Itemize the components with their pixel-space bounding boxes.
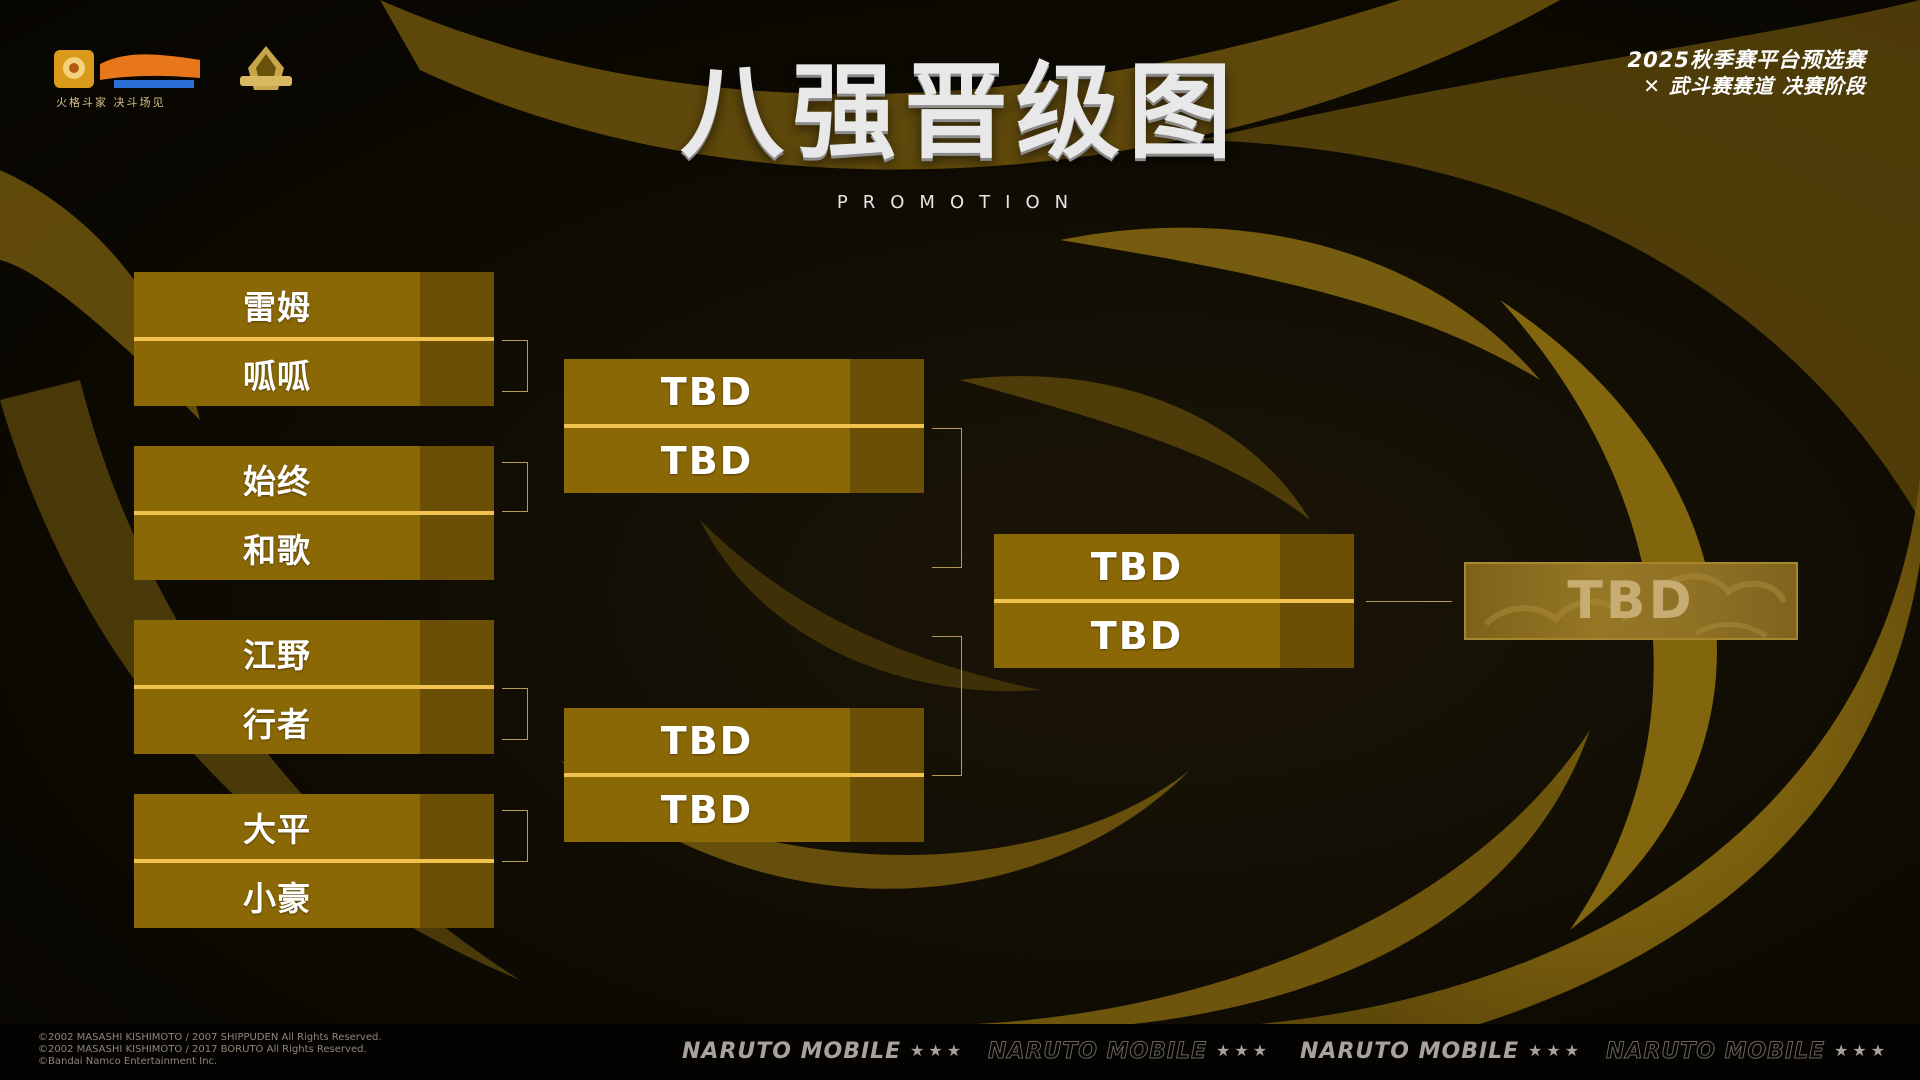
player-name: 始终 <box>243 461 311 501</box>
slot-divider <box>134 337 494 341</box>
tournament-crest-icon <box>240 46 292 90</box>
bracket-connector <box>932 428 962 568</box>
player-slot[interactable]: TBD <box>564 359 924 424</box>
brand-wordmark: NARUTO MOBILE <box>682 1039 902 1064</box>
copyright-line: ©2002 MASASHI KISHIMOTO / 2007 SHIPPUDEN… <box>38 1032 382 1043</box>
semifinal-match-1: TBD TBD <box>564 359 924 493</box>
player-name: TBD <box>660 787 754 832</box>
player-name: 雷姆 <box>243 287 311 327</box>
bracket-connector <box>502 688 528 740</box>
crossed-kunai-icon: ✕ <box>1643 74 1662 98</box>
copyright-line: ©Bandai Namco Entertainment Inc. <box>38 1056 218 1067</box>
player-name: TBD <box>1090 544 1184 589</box>
star-divider-icon: ★★★ <box>1216 1041 1272 1060</box>
event-stage: ✕ 武斗赛赛道 决赛阶段 <box>1446 70 1866 99</box>
event-title: 2025秋季赛平台预选赛 <box>1627 48 1866 72</box>
naruto-logo-icon <box>54 50 200 88</box>
round1-match-4: 大平 小豪 <box>134 794 494 928</box>
player-slot[interactable]: 和歌 <box>134 515 494 580</box>
player-name: 小豪 <box>243 878 311 918</box>
round1-match-3: 江野 行者 <box>134 620 494 754</box>
star-divider-icon: ★★★ <box>910 1041 966 1060</box>
player-name: TBD <box>660 369 754 414</box>
player-name: TBD <box>660 438 754 483</box>
champion-slot[interactable]: TBD <box>1464 562 1798 640</box>
slot-divider <box>564 424 924 428</box>
slot-divider <box>134 859 494 863</box>
player-name: 和歌 <box>243 530 311 570</box>
star-divider-icon: ★★★ <box>1834 1041 1890 1060</box>
player-slot[interactable]: 江野 <box>134 620 494 685</box>
brand-wordmark: NARUTO MOBILE <box>1300 1039 1520 1064</box>
cloud-pattern-icon <box>1483 573 1787 638</box>
round1-match-2: 始终 和歌 <box>134 446 494 580</box>
player-name: TBD <box>1090 613 1184 658</box>
semifinal-match-2: TBD TBD <box>564 708 924 842</box>
player-name: TBD <box>660 718 754 763</box>
slot-divider <box>134 685 494 689</box>
player-slot[interactable]: TBD <box>994 534 1354 599</box>
logo-tagline: 火格斗家 决斗场见 <box>56 96 166 109</box>
slot-divider <box>564 773 924 777</box>
player-slot[interactable]: 行者 <box>134 689 494 754</box>
champion-connector <box>1366 601 1452 602</box>
brand-wordmark: NARUTO MOBILE <box>1605 1039 1826 1065</box>
player-name: 呱呱 <box>243 356 311 396</box>
final-match: TBD TBD <box>994 534 1354 668</box>
player-slot[interactable]: TBD <box>564 708 924 773</box>
bracket-connector <box>502 810 528 862</box>
player-slot[interactable]: 雷姆 <box>134 272 494 337</box>
player-slot[interactable]: TBD <box>564 777 924 842</box>
player-slot[interactable]: 小豪 <box>134 863 494 928</box>
star-divider-icon: ★★★ <box>1528 1041 1584 1060</box>
bracket-connector <box>932 636 962 776</box>
footer-bar <box>0 1024 1920 1080</box>
event-stage-text: 武斗赛赛道 决赛阶段 <box>1669 74 1866 98</box>
player-name: 江野 <box>243 635 311 675</box>
bracket-connector <box>502 340 528 392</box>
logo-group <box>54 46 304 112</box>
player-slot[interactable]: TBD <box>994 603 1354 668</box>
brand-wordmark: NARUTO MOBILE <box>987 1039 1208 1065</box>
slot-divider <box>134 511 494 515</box>
player-name: 行者 <box>243 704 311 744</box>
player-name: 大平 <box>243 809 311 849</box>
player-slot[interactable]: 始终 <box>134 446 494 511</box>
copyright-block: ©2002 MASASHI KISHIMOTO / 2007 SHIPPUDEN… <box>38 1032 382 1068</box>
page-title: 八强晋级图 <box>679 51 1240 173</box>
player-slot[interactable]: TBD <box>564 428 924 493</box>
slot-divider <box>994 599 1354 603</box>
champion-name: TBD <box>1567 571 1695 631</box>
player-slot[interactable]: 大平 <box>134 794 494 859</box>
round1-match-1: 雷姆 呱呱 <box>134 272 494 406</box>
player-slot[interactable]: 呱呱 <box>134 341 494 406</box>
bracket-connector <box>502 462 528 512</box>
page-subtitle: PROMOTION <box>836 192 1084 213</box>
copyright-line: ©2002 MASASHI KISHIMOTO / 2017 BORUTO Al… <box>38 1044 367 1055</box>
